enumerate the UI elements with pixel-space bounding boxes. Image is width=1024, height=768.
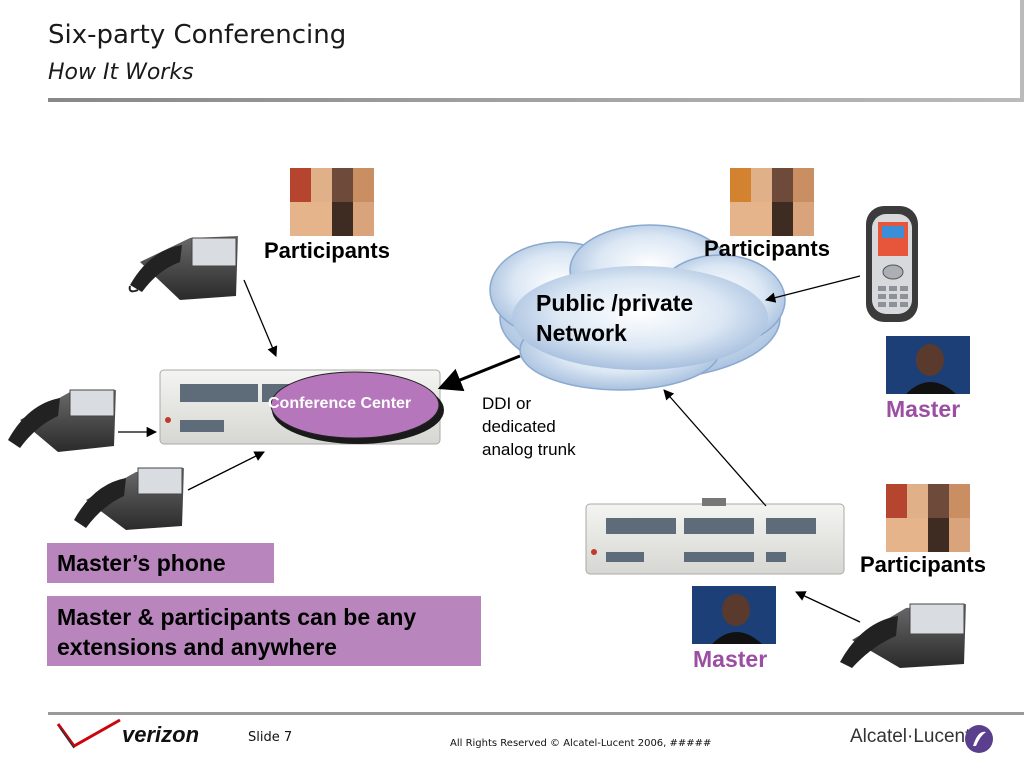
trunk-label-line1: DDI or	[482, 394, 532, 413]
conference-center-label: Conference Center	[268, 395, 412, 412]
verizon-logo: verizon	[56, 718, 206, 752]
conference-center-ellipse	[270, 371, 444, 444]
participants-label: Participants	[704, 236, 830, 261]
slide-number: Slide 7	[248, 730, 293, 745]
footer-divider	[48, 712, 1024, 715]
note-line2: extensions and anywhere	[57, 634, 337, 660]
trunk-label: DDI or dedicated analog trunk	[482, 392, 576, 461]
trunk-label-line2: dedicated	[482, 417, 556, 436]
note-line1: Master & participants can be any	[57, 604, 417, 630]
arrow-phone-to-switch	[243, 279, 278, 357]
desk-phone-top-left	[128, 236, 238, 300]
verizon-logo-text: verizon	[122, 722, 200, 747]
master-label: Master	[693, 646, 768, 672]
desk-phone-bottom-left	[74, 467, 184, 530]
arrow-phone-to-master	[795, 591, 861, 623]
verizon-check-icon	[56, 718, 121, 749]
copyright-text: All Rights Reserved © Alcatel-Lucent 200…	[450, 738, 712, 749]
page-subtitle: How It Works	[48, 60, 194, 85]
arrow-network-to-conference	[437, 354, 521, 392]
cloud-label-line2: Network	[536, 320, 627, 346]
master-photo-right	[886, 336, 970, 394]
alcatel-lucent-logo-text: Alcatel·Lucent	[850, 726, 971, 747]
desk-phone-bottom-right	[840, 603, 966, 668]
mobile-phone	[866, 206, 918, 322]
master-photo-bottom	[692, 586, 776, 644]
participants-photo-top-left	[290, 168, 374, 236]
alcatel-lucent-logo-icon	[964, 724, 994, 754]
desk-phone-middle-left	[8, 389, 116, 452]
cloud-label-line1: Public /private	[536, 290, 694, 316]
title-divider	[48, 98, 1024, 102]
network-cloud	[489, 224, 786, 391]
right-edge-bar	[1020, 0, 1024, 100]
right-pbx-switch	[585, 498, 845, 575]
arrow-switch-to-network	[663, 389, 767, 507]
masters-phone-box: Master’s phone	[47, 543, 274, 583]
arrow-phone-bottom	[187, 451, 265, 491]
master-label: Master	[886, 396, 961, 422]
arrow-mobile-to-network	[764, 275, 861, 303]
participants-label: Participants	[860, 552, 986, 577]
participants-photo-top-right	[730, 168, 814, 236]
page-title: Six-party Conferencing	[48, 20, 347, 50]
trunk-label-line3: analog trunk	[482, 440, 576, 459]
participants-label: Participants	[264, 238, 390, 263]
participants-photo-bottom-right	[886, 484, 970, 552]
note-box: Master & participants can be any extensi…	[47, 596, 481, 666]
